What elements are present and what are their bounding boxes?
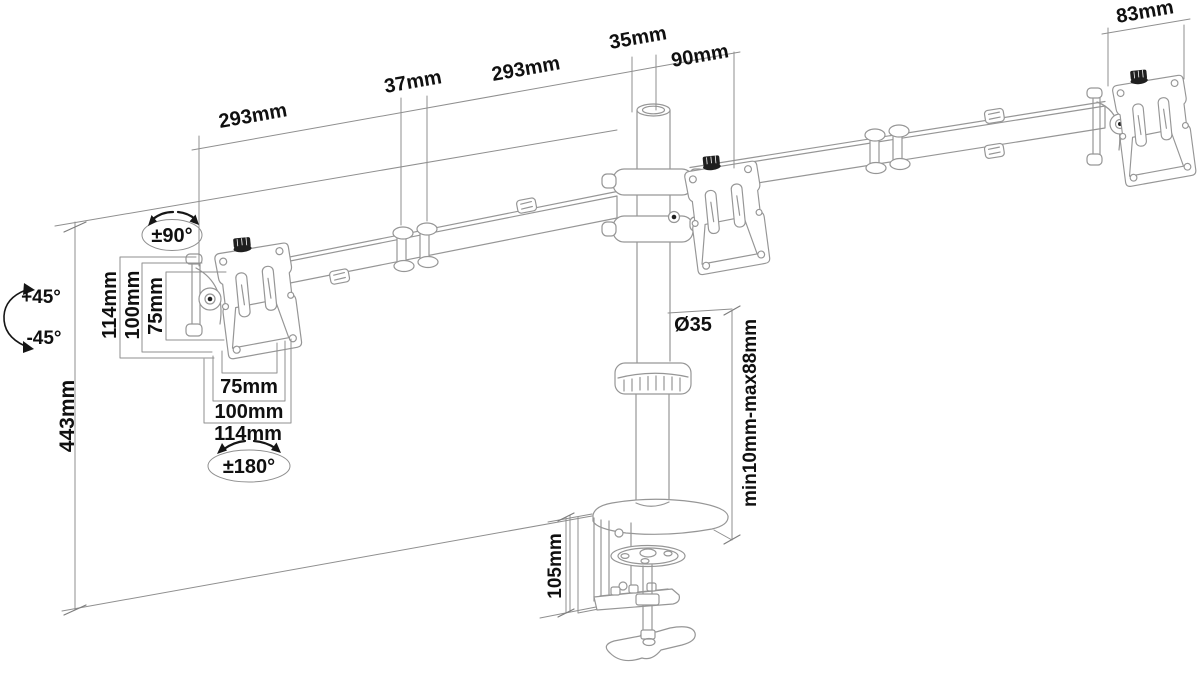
dim-label-joint: 37mm: [383, 66, 444, 98]
desk-clamp: [592, 498, 729, 662]
left-arm: [254, 190, 618, 291]
wall-edge-line: [54, 129, 618, 227]
dim-label-left-span: 293mm: [217, 99, 289, 133]
rotate-arrowhead-icon: [217, 443, 227, 454]
right-arm-joint: [864, 124, 911, 175]
clamp-bracket: [593, 517, 632, 602]
rotate-arrow-icon: [176, 210, 197, 221]
pole-lower-tube: [635, 391, 670, 504]
swivel-label: ±90°: [151, 225, 192, 247]
left-arm-bar: [254, 195, 618, 291]
rotate-arrowhead-icon: [189, 214, 199, 225]
swivel-annotation: [141, 210, 203, 251]
tilt-up-label: +45°: [21, 287, 61, 308]
cable-clip-icon: [515, 196, 538, 215]
tilt-annotation: [3, 283, 35, 353]
rotate-bubble: [207, 449, 291, 483]
dim-label-right-head: 83mm: [1115, 0, 1176, 28]
center-pole: [601, 103, 705, 504]
cable-clip-icon: [983, 107, 1006, 125]
tilt-down-label: -45°: [26, 328, 61, 349]
vesa-v-100-label: 100mm: [122, 271, 144, 340]
tilt-arc-icon: [3, 289, 27, 347]
column-height-label: 443mm: [56, 380, 79, 452]
left-vesa-plate: [212, 232, 304, 361]
right-head-dimension: [1101, 18, 1191, 87]
clamp-handle: [605, 626, 696, 662]
height-adjust-collar: [614, 362, 692, 395]
swivel-bubble: [141, 219, 203, 251]
vesa-v-114-label: 114mm: [99, 271, 121, 339]
dimension-lines: [63, 18, 1191, 619]
vesa-h-75-label: 75mm: [220, 376, 278, 398]
vesa-h-114-label: 114mm: [214, 423, 282, 445]
vesa-v-75-label: 75mm: [145, 277, 167, 335]
cable-clip-icon: [328, 267, 351, 286]
dim-label-head-offset: 90mm: [670, 40, 731, 72]
clamp-screw: [635, 564, 660, 639]
top-dimension-line: [191, 51, 741, 151]
clamp-top-plate: [592, 498, 729, 535]
vesa-h-100-label: 100mm: [215, 401, 284, 423]
rotate-annotation: [207, 439, 291, 483]
cable-clip-icon: [983, 142, 1006, 160]
rotate-arrow-icon: [222, 439, 247, 451]
right-vesa-plate: [1110, 65, 1198, 188]
right-monitor-head: [1086, 65, 1198, 188]
clamp-pad-disc: [610, 544, 686, 568]
dim-label-inner-span: 293mm: [490, 52, 562, 86]
center-vesa-plate: [682, 150, 772, 276]
height-range-label: min10mm-max88mm: [740, 319, 761, 507]
pole-diameter-label: Ø35: [674, 314, 712, 336]
tilt-up-arrowhead-icon: [23, 283, 35, 295]
desk-top-edge-line: [61, 515, 593, 612]
rotate-arrowhead-icon: [148, 215, 157, 226]
dimension-labels: 293mm 37mm 293mm 35mm 90mm 83mm ±90° +45…: [21, 0, 1175, 599]
rotate-arrow-icon: [151, 210, 175, 221]
left-arm-joint: [392, 222, 439, 273]
tilt-down-arrowhead-icon: [23, 341, 34, 353]
dim-label-pole-width: 35mm: [608, 22, 669, 54]
rotate-label: ±180°: [223, 456, 275, 478]
rotate-arrowhead-icon: [271, 442, 281, 453]
height-range-line: [713, 310, 733, 541]
clamp-height-label: 105mm: [545, 533, 566, 599]
